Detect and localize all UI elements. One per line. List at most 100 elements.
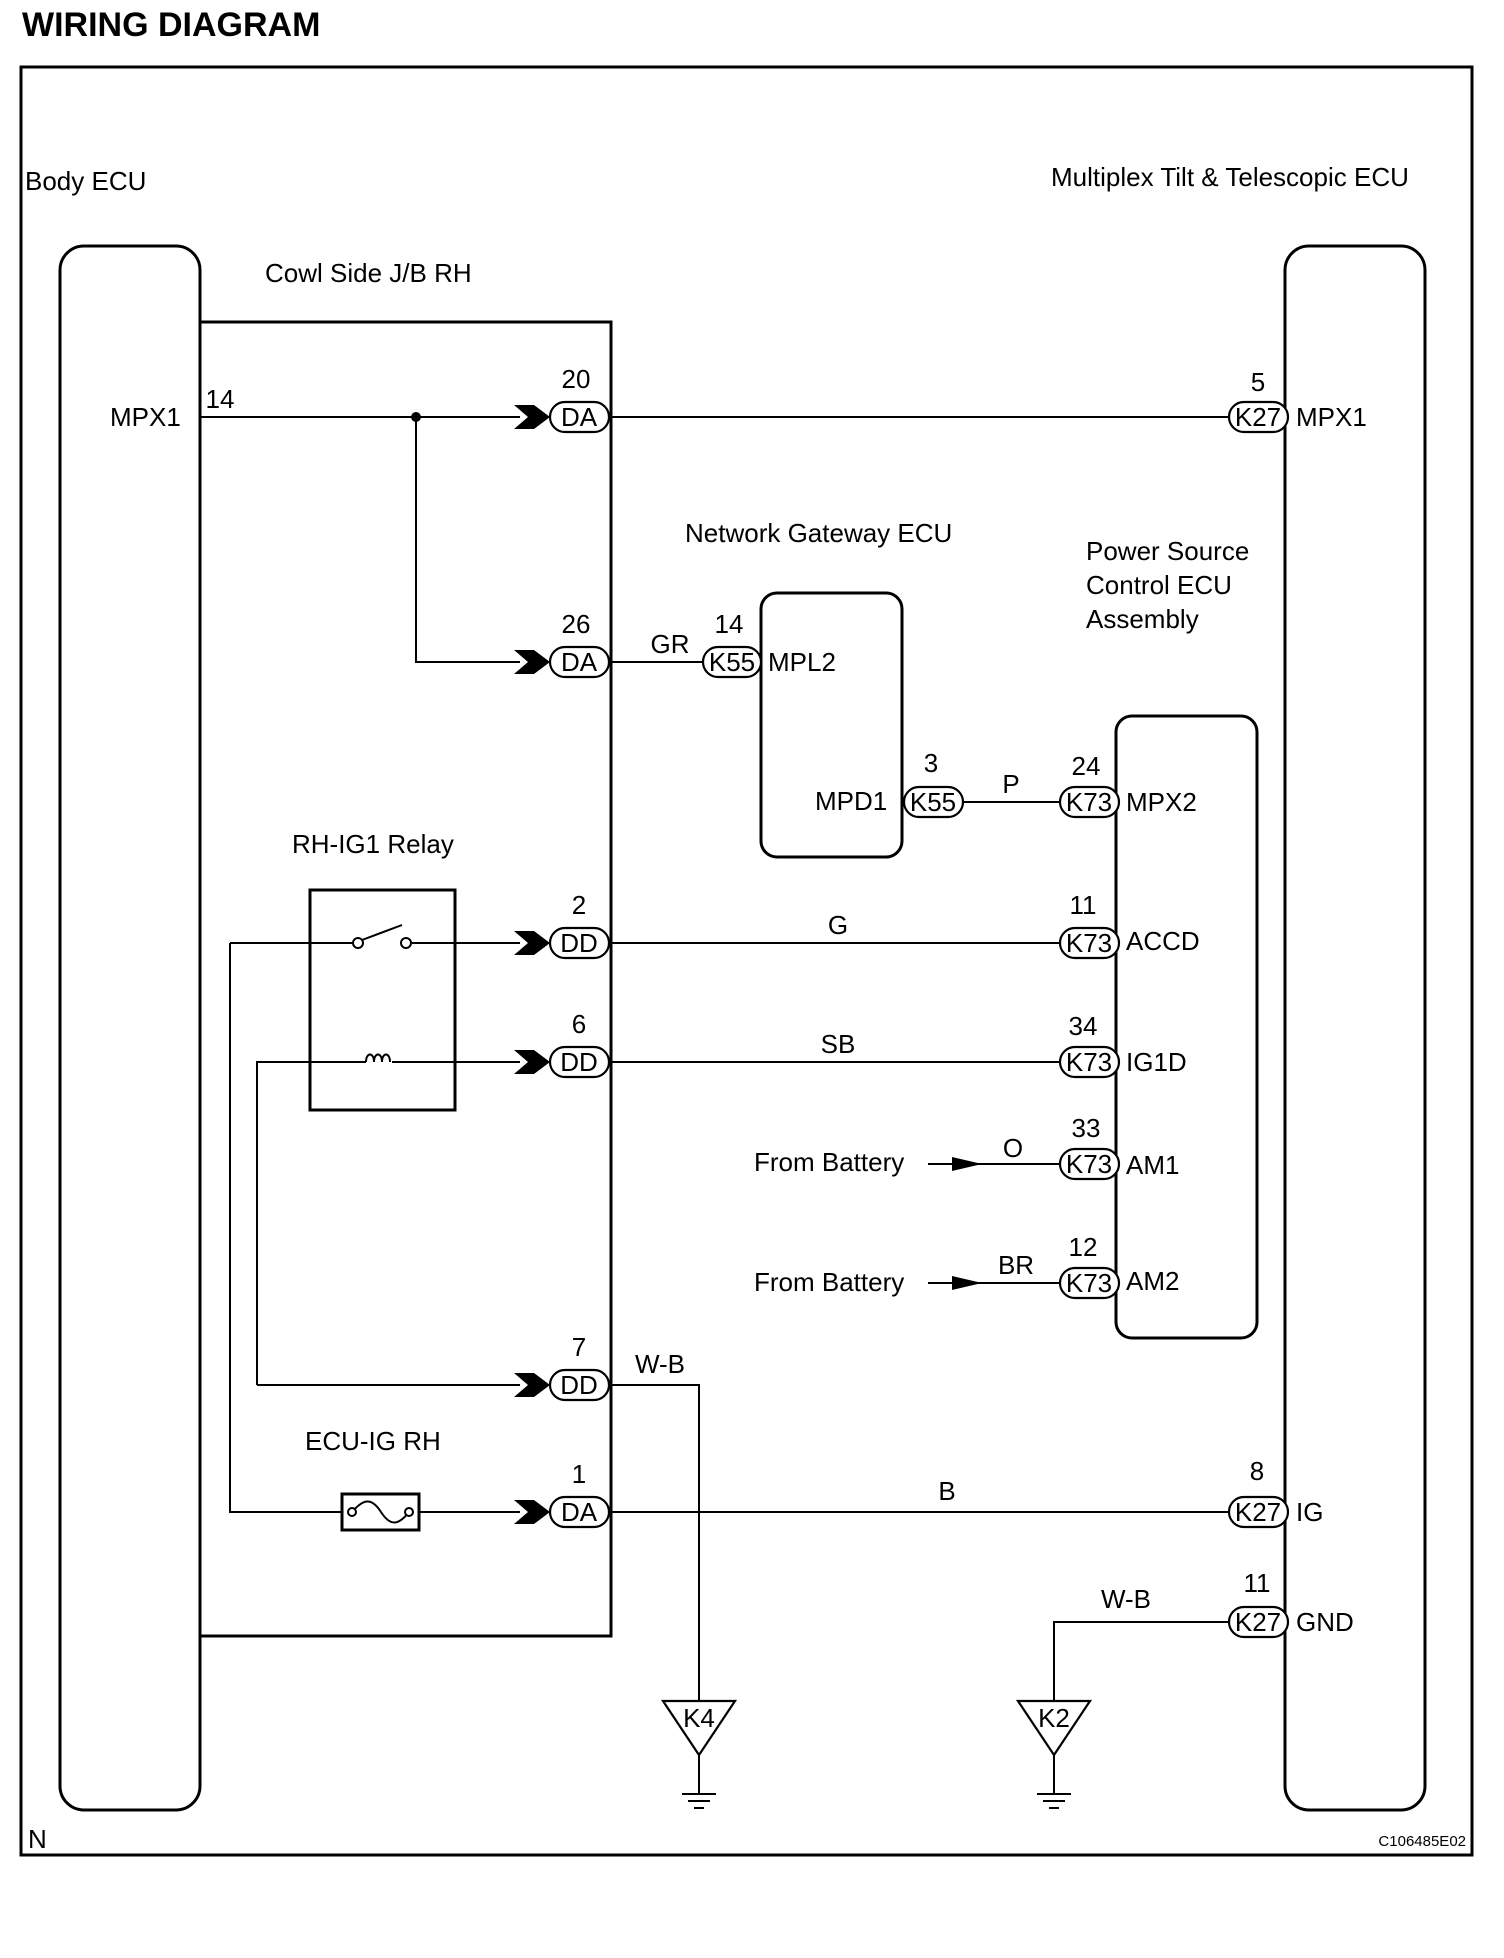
connector-k73-24 xyxy=(1058,785,1121,819)
diagram-frame xyxy=(19,65,1474,1857)
pin-k55-3: 3 xyxy=(924,748,938,778)
wire-wb-left xyxy=(609,1384,700,1701)
terminal-tilt-mpx1: MPX1 xyxy=(1296,402,1367,432)
wire-color-br: BR xyxy=(998,1250,1034,1280)
body-ecu-box xyxy=(58,244,202,1812)
terminal-ps-am1: AM1 xyxy=(1126,1150,1179,1180)
connector-k73-33 xyxy=(1058,1147,1121,1181)
connector-da1 xyxy=(548,1495,611,1529)
pin-k55-14: 14 xyxy=(715,609,744,639)
connector-arrow-da20 xyxy=(514,405,550,429)
relay-contact-left xyxy=(352,937,364,949)
connector-code-k27-8: K27 xyxy=(1235,1497,1281,1527)
connector-code-k55-3: K55 xyxy=(910,787,956,817)
wire-color-sb: SB xyxy=(821,1029,856,1059)
connector-arrow-dd6 xyxy=(514,1050,550,1074)
tilt-telescopic-ecu-label: Multiplex Tilt & Telescopic ECU xyxy=(1051,162,1409,192)
ecu-ig-rh-fuse-box xyxy=(340,1492,421,1532)
connector-code-k73-33: K73 xyxy=(1066,1149,1112,1179)
connector-dd2 xyxy=(548,926,611,960)
ground-k4-triangle xyxy=(660,1699,738,1757)
tilt-telescopic-ecu-box xyxy=(1283,244,1427,1812)
relay-switch-blade xyxy=(361,924,403,941)
pin-k73-24: 24 xyxy=(1072,751,1101,781)
ground-k2-symbol xyxy=(1037,1755,1071,1809)
wire-fuse-in xyxy=(229,943,342,1513)
pin-k73-33: 33 xyxy=(1072,1113,1101,1143)
pin-k27-11: 11 xyxy=(1244,1568,1271,1598)
pin-da-20: 20 xyxy=(562,364,591,394)
wire-color-gr: GR xyxy=(651,629,690,659)
cowl-side-jb-label: Cowl Side J/B RH xyxy=(265,258,472,288)
connector-da20 xyxy=(548,400,611,434)
connector-code-k27-11: K27 xyxy=(1235,1607,1281,1637)
page-title: WIRING DIAGRAM xyxy=(22,6,320,44)
connector-code-k73-34: K73 xyxy=(1066,1047,1112,1077)
pin-body-14: 14 xyxy=(206,384,235,414)
ground-k4-label: K4 xyxy=(683,1703,715,1733)
terminal-gw-mpl2: MPL2 xyxy=(768,647,836,677)
ground-k2-label: K2 xyxy=(1038,1703,1070,1733)
connector-code-k73-11: K73 xyxy=(1066,928,1112,958)
battery-arrow-o xyxy=(952,1157,982,1171)
connector-code-dd6: DD xyxy=(560,1047,598,1077)
wire-color-p: P xyxy=(1002,769,1019,799)
connector-k55-14 xyxy=(701,645,763,679)
connector-arrow-da26 xyxy=(514,650,550,674)
power-source-ecu-label-line2: Control ECU xyxy=(1086,570,1232,600)
terminal-ps-accd: ACCD xyxy=(1126,926,1200,956)
connector-code-k73-12: K73 xyxy=(1066,1268,1112,1298)
power-source-ecu-box xyxy=(1114,714,1259,1340)
from-battery-label-1: From Battery xyxy=(754,1147,904,1177)
wire-color-wb-right: W-B xyxy=(1101,1584,1151,1614)
body-ecu-label: Body ECU xyxy=(25,166,146,196)
wire-relay-coil-in xyxy=(256,1061,366,1385)
power-source-ecu-label-line3: Assembly xyxy=(1086,604,1199,634)
connector-code-dd2: DD xyxy=(560,928,598,958)
connector-arrow-da1 xyxy=(514,1500,550,1524)
ground-k4: K4 xyxy=(660,1699,738,1809)
connectors xyxy=(548,400,1290,1639)
wire-color-o: O xyxy=(1003,1133,1023,1163)
rh-ig1-relay-label: RH-IG1 Relay xyxy=(292,829,454,859)
connector-k73-11 xyxy=(1058,926,1121,960)
wires xyxy=(200,412,1229,1701)
terminal-ps-am2: AM2 xyxy=(1126,1266,1179,1296)
wire-wb-right xyxy=(1053,1621,1229,1701)
pin-da-26: 26 xyxy=(562,609,591,639)
connector-k27-8 xyxy=(1227,1495,1290,1529)
pin-k27-5: 5 xyxy=(1251,367,1265,397)
terminal-tilt-gnd: GND xyxy=(1296,1607,1354,1637)
connector-k27-5 xyxy=(1227,400,1290,434)
connector-code-dd7: DD xyxy=(560,1370,598,1400)
ecu-ig-rh-fuse-label: ECU-IG RH xyxy=(305,1426,441,1456)
connector-code-da1: DA xyxy=(561,1497,598,1527)
pin-k73-34: 34 xyxy=(1069,1011,1098,1041)
ground-k2-triangle xyxy=(1015,1699,1093,1757)
connector-code-k73-24: K73 xyxy=(1066,787,1112,817)
pin-k27-8: 8 xyxy=(1250,1456,1264,1486)
corner-label: N xyxy=(28,1824,47,1854)
connector-arrow-dd2 xyxy=(514,931,550,955)
terminal-ps-mpx2: MPX2 xyxy=(1126,787,1197,817)
relay-contact-right xyxy=(400,937,412,949)
wire-color-g: G xyxy=(828,910,848,940)
fuse-icon xyxy=(351,1500,410,1524)
connector-arrow-dd7 xyxy=(514,1373,550,1397)
pin-da-1: 1 xyxy=(572,1459,586,1489)
wire-color-wb-left: W-B xyxy=(635,1349,685,1379)
wire-color-b: B xyxy=(938,1476,955,1506)
ground-k4-symbol xyxy=(682,1755,716,1809)
terminal-ps-ig1d: IG1D xyxy=(1126,1047,1187,1077)
rh-ig1-relay-box xyxy=(308,888,457,1112)
network-gateway-ecu-label: Network Gateway ECU xyxy=(685,518,952,548)
connector-k55-3 xyxy=(902,785,965,819)
connector-dd6 xyxy=(548,1045,611,1079)
cowl-side-jb-box xyxy=(198,320,613,1638)
pin-dd-7: 7 xyxy=(572,1332,586,1362)
pin-dd-6: 6 xyxy=(572,1009,586,1039)
connector-k73-34 xyxy=(1058,1045,1121,1079)
pin-k73-12: 12 xyxy=(1069,1232,1098,1262)
pin-dd-2: 2 xyxy=(572,890,586,920)
battery-arrow-br xyxy=(952,1276,982,1290)
